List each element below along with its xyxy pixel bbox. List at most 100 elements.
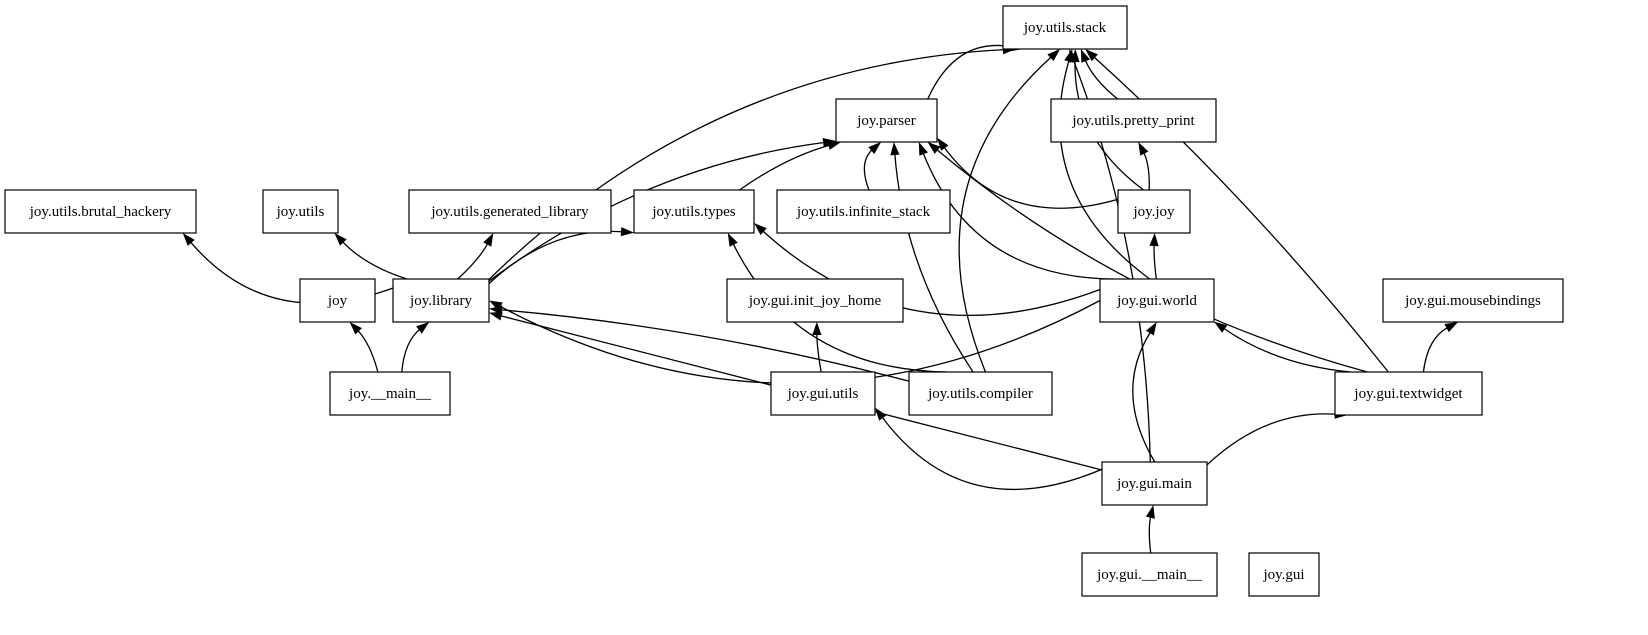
- edge-arrowhead: [489, 300, 503, 311]
- node-label: joy.library: [409, 293, 472, 309]
- node-label: joy.__main__: [348, 386, 431, 402]
- graph-node[interactable]: joy.gui.init_joy_home: [726, 278, 904, 323]
- node-label: joy.utils.brutal_hackery: [29, 204, 172, 220]
- graph-node[interactable]: joy: [299, 278, 376, 323]
- graph-node[interactable]: joy.gui.main: [1101, 461, 1208, 506]
- node-box[interactable]: [770, 371, 876, 416]
- graph-edge: [922, 151, 1125, 280]
- edge-arrowhead: [1138, 142, 1149, 156]
- graph-node[interactable]: joy.utils.generated_library: [408, 189, 612, 234]
- graph-edge: [1422, 326, 1449, 373]
- graph-edge: [894, 152, 974, 373]
- graph-node[interactable]: joy.utils: [262, 189, 339, 234]
- graph-node[interactable]: joy.utils.infinite_stack: [776, 189, 951, 234]
- graph-edge: [1092, 55, 1389, 373]
- node-box[interactable]: [633, 189, 755, 234]
- graph-node[interactable]: joy.utils.brutal_hackery: [4, 189, 197, 234]
- graph-node[interactable]: joy.gui.utils: [770, 371, 876, 416]
- node-box[interactable]: [299, 278, 376, 323]
- edge-arrowhead: [918, 142, 928, 156]
- graph-edge: [356, 329, 379, 373]
- graph-node[interactable]: joy.gui: [1248, 552, 1320, 597]
- graph-edge: [927, 44, 1014, 100]
- graph-edge: [881, 416, 1103, 491]
- graph-edge: [499, 309, 910, 382]
- node-box[interactable]: [1334, 371, 1483, 416]
- graph-node[interactable]: joy.joy: [1117, 189, 1191, 234]
- node-label: joy.utils.stack: [1023, 20, 1107, 36]
- node-label: joy: [327, 293, 348, 309]
- node-box[interactable]: [908, 371, 1053, 416]
- edge-arrowhead: [1047, 49, 1061, 62]
- edge-arrowhead: [812, 322, 822, 336]
- node-box[interactable]: [1117, 189, 1191, 234]
- node-box[interactable]: [835, 98, 938, 143]
- edge-arrowhead: [1145, 322, 1157, 336]
- edge-arrowhead: [1085, 49, 1098, 62]
- edge-arrowhead: [1145, 505, 1155, 519]
- node-box[interactable]: [1081, 552, 1218, 597]
- graph-edge: [958, 55, 1053, 373]
- node-box[interactable]: [1248, 552, 1320, 597]
- node-box[interactable]: [392, 278, 490, 323]
- graph-edge: [1148, 515, 1152, 554]
- edge-arrowhead: [416, 322, 430, 334]
- graph-node[interactable]: joy.utils.types: [633, 189, 755, 234]
- node-label: joy.gui.__main__: [1096, 567, 1202, 583]
- node-box[interactable]: [1050, 98, 1217, 143]
- node-box[interactable]: [726, 278, 904, 323]
- edge-arrowhead: [620, 227, 634, 237]
- node-box[interactable]: [1382, 278, 1564, 323]
- graph-edge: [488, 230, 624, 285]
- graph-node[interactable]: joy.utils.pretty_print: [1050, 98, 1217, 143]
- node-label: joy.utils.compiler: [927, 386, 1033, 402]
- graph-edge: [1206, 413, 1337, 466]
- node-label: joy.gui.mousebindings: [1404, 293, 1541, 309]
- graph-edge: [816, 332, 822, 373]
- edge-arrowhead: [927, 142, 941, 154]
- edge-arrowhead: [1069, 49, 1079, 63]
- graph-edge: [1132, 330, 1156, 463]
- graph-node[interactable]: joy.gui.textwidget: [1334, 371, 1483, 416]
- node-box[interactable]: [1002, 5, 1128, 50]
- edge-arrowhead: [349, 322, 362, 335]
- graph-edge: [935, 148, 1368, 373]
- graph-node[interactable]: joy.gui.mousebindings: [1382, 278, 1564, 323]
- graph-edge: [457, 242, 489, 280]
- graph-edge: [341, 240, 408, 280]
- node-label: joy.utils: [276, 204, 325, 220]
- graph-node[interactable]: joy.gui.world: [1099, 278, 1215, 323]
- graph-edge: [863, 148, 874, 191]
- graph-node[interactable]: joy.library: [392, 278, 490, 323]
- graph-node[interactable]: joy.parser: [835, 98, 938, 143]
- graph-node[interactable]: joy.gui.__main__: [1081, 552, 1218, 597]
- node-label: joy.parser: [856, 113, 916, 129]
- graph-node[interactable]: joy.utils.stack: [1002, 5, 1128, 50]
- node-layer: joy.utils.stack joy.parser joy.utils.prett…: [4, 5, 1564, 597]
- node-label: joy.gui: [1262, 567, 1304, 583]
- node-label: joy.gui.textwidget: [1353, 386, 1463, 402]
- node-box[interactable]: [408, 189, 612, 234]
- graph-node[interactable]: joy.__main__: [329, 371, 451, 416]
- edge-arrowhead: [182, 233, 195, 246]
- graph-edge: [401, 328, 421, 373]
- node-box[interactable]: [329, 371, 451, 416]
- edge-arrowhead: [483, 233, 494, 247]
- edge-arrowhead: [868, 142, 882, 155]
- node-label: joy.gui.world: [1116, 293, 1197, 309]
- node-box[interactable]: [776, 189, 951, 234]
- node-box[interactable]: [1099, 278, 1215, 323]
- graph-node[interactable]: joy.utils.compiler: [908, 371, 1053, 416]
- node-label: joy.gui.init_joy_home: [748, 293, 882, 309]
- graph-edge: [1222, 327, 1351, 373]
- node-box[interactable]: [4, 189, 197, 234]
- graph-edge: [1059, 59, 1151, 280]
- node-box[interactable]: [1101, 461, 1208, 506]
- edge-arrowhead: [1214, 321, 1228, 333]
- node-box[interactable]: [262, 189, 339, 234]
- node-label: joy.gui.main: [1116, 476, 1192, 492]
- edge-arrowhead: [727, 233, 738, 247]
- node-label: joy.utils.types: [651, 204, 735, 220]
